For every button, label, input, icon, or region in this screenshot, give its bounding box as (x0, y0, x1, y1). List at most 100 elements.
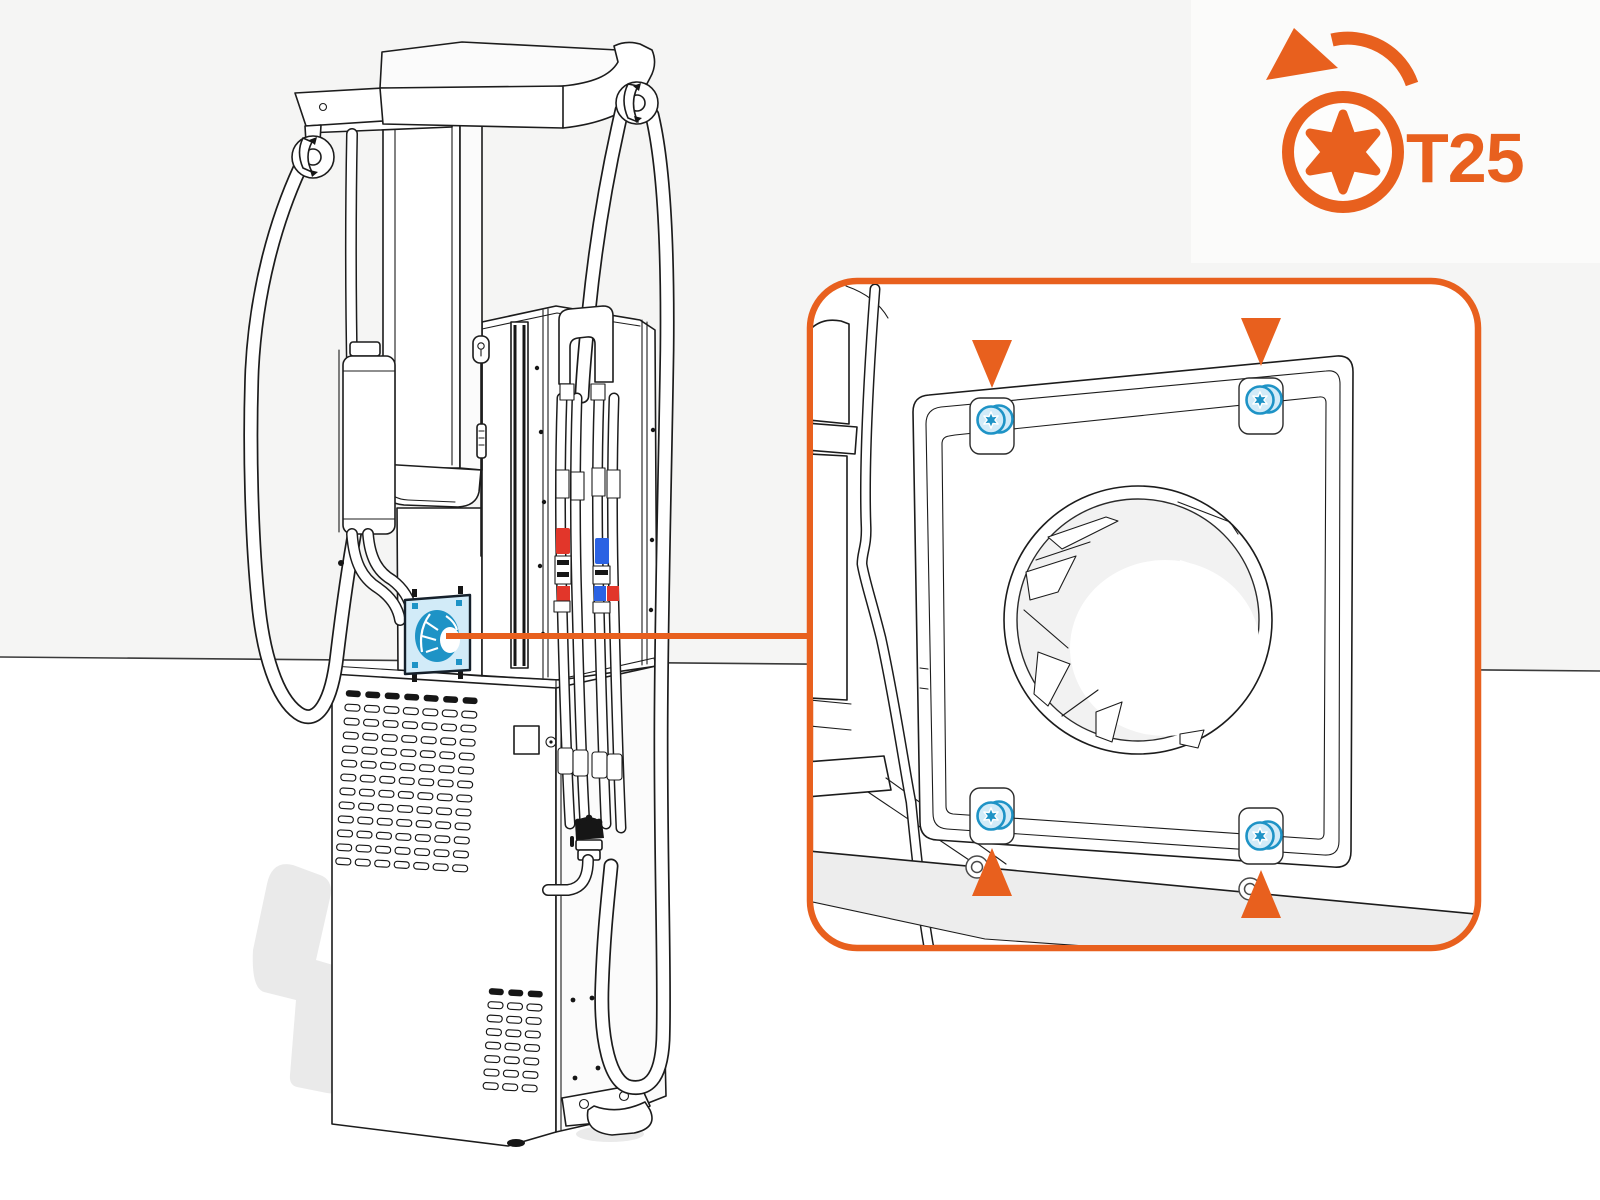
vent-slot (440, 737, 457, 746)
vent-slot (457, 766, 475, 775)
vent-slot (413, 847, 431, 857)
vent-grille-1 (335, 690, 478, 873)
mast-column (380, 95, 483, 508)
vent-slot (462, 697, 478, 705)
vent-slot (503, 1056, 520, 1065)
vent-slot (454, 822, 471, 831)
fan-icon (415, 610, 460, 662)
vent-slot (344, 703, 361, 712)
vent-slot (506, 1015, 523, 1024)
vent-slot (487, 1001, 504, 1010)
vent-slot (526, 1003, 543, 1012)
vent-slot (502, 1083, 519, 1092)
vent-slot (396, 804, 414, 814)
screw-bottom-right (1238, 807, 1284, 918)
vent-slot (379, 761, 397, 770)
vent-slot (378, 789, 395, 798)
vent-slot (423, 694, 439, 702)
cable-pulleys (291, 81, 659, 179)
vent-slot (358, 802, 375, 811)
screw-pointer-arrow (1241, 870, 1281, 918)
vent-slot (440, 723, 458, 732)
vent-slot (443, 695, 459, 703)
vent-slot (439, 751, 456, 760)
tool-size-label: T25 (1406, 119, 1524, 197)
hanging-rod (472, 335, 490, 557)
vent-slot (416, 806, 433, 815)
fan-plate-highlight (403, 586, 472, 682)
vent-slot (356, 830, 373, 839)
vent-slot (381, 733, 398, 743)
vent-slot (484, 1054, 501, 1064)
torx-recess-icon (1252, 827, 1268, 845)
vent-slot (414, 833, 431, 843)
vent-slot (376, 817, 393, 826)
vent-slot (398, 776, 415, 786)
vent-slot (505, 1029, 522, 1038)
vent-slot (437, 779, 454, 788)
vent-slot (486, 1014, 503, 1023)
vent-slot (363, 704, 381, 713)
hose-marker-red (556, 528, 570, 554)
vent-slot (435, 821, 452, 830)
vent-slot (422, 708, 439, 717)
vent-slot (521, 1084, 538, 1093)
vent-slot (504, 1042, 521, 1051)
vent-slot (384, 692, 400, 700)
vent-slot (397, 790, 414, 800)
vent-slot (433, 849, 450, 858)
torx-recess-icon (983, 411, 999, 429)
detail-callout-box (806, 277, 1482, 952)
vent-slot (383, 705, 400, 715)
vent-slot (382, 719, 399, 729)
vent-slot (377, 803, 394, 812)
torx-recess-icon (1252, 391, 1268, 409)
callout-content (813, 284, 1475, 945)
vent-slot (441, 709, 458, 718)
screw-top-right (1238, 318, 1284, 435)
charging-station-illustration (243, 41, 675, 1147)
vent-slot (365, 691, 381, 699)
vent-slot (485, 1041, 502, 1050)
vent-slot (395, 832, 412, 842)
vent-slot (434, 835, 451, 844)
vent-slot (393, 860, 410, 869)
vent-slot (338, 801, 355, 810)
vent-slot (457, 780, 474, 789)
vent-slot (399, 762, 416, 772)
vent-slot (355, 844, 372, 853)
vent-slot (354, 858, 371, 867)
vent-slot (483, 1068, 500, 1077)
vent-slot (400, 748, 417, 758)
screw-bottom-left (969, 787, 1015, 896)
vent-slot (452, 864, 469, 873)
vent-slot (401, 721, 419, 730)
vent-slot (461, 710, 478, 719)
vent-slot (359, 774, 376, 783)
vent-slot (523, 1057, 540, 1066)
vent-slot (418, 778, 435, 787)
screw-pointer-arrow (972, 848, 1012, 896)
vent-slot (482, 1081, 499, 1091)
hose-bundles (542, 392, 627, 896)
vent-slot (436, 793, 453, 802)
ghost-connector-shadow (252, 864, 347, 1094)
vent-slot (453, 836, 470, 845)
vent-slot (396, 818, 413, 828)
vent-slot (458, 752, 475, 761)
vent-slot (340, 773, 357, 782)
vent-slot (413, 861, 430, 871)
vent-slot (435, 807, 453, 816)
vent-slot (506, 1002, 524, 1011)
tool-badge: T25 (1191, 0, 1600, 263)
vent-slot (404, 693, 420, 701)
vent-slot (336, 829, 354, 838)
vent-slot (361, 746, 378, 755)
vent-slot (420, 736, 437, 745)
vent-slot (402, 707, 419, 716)
vent-slot (360, 760, 377, 769)
vent-slot (415, 820, 432, 829)
torx-icon (1282, 91, 1404, 213)
vent-slot (417, 792, 434, 801)
